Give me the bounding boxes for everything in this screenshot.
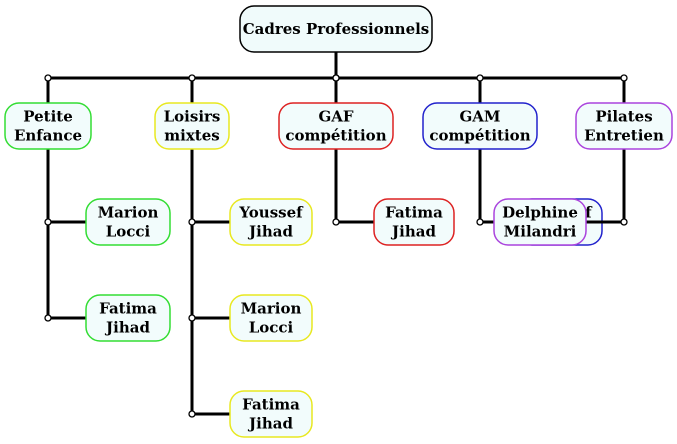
member-node-box	[493, 198, 587, 246]
junction-dot	[476, 218, 484, 226]
member-node-box	[229, 390, 313, 438]
category-node-label: Entretien	[584, 127, 664, 145]
category-node-label: GAM	[459, 108, 500, 126]
member-node-label: Locci	[249, 319, 294, 337]
category-node-label: Loisirs	[164, 108, 221, 126]
root-node-box	[239, 5, 433, 53]
member-node-label: Jihad	[247, 415, 293, 433]
member-node-label: Marion	[98, 204, 159, 222]
category-node-label: GAF	[318, 108, 353, 126]
member-node-label: Locci	[106, 223, 151, 241]
member-node-label: Fatima	[242, 396, 300, 414]
member-node-label: Jihad	[104, 319, 150, 337]
junction-dot	[476, 74, 484, 82]
category-node-label: mixtes	[164, 127, 219, 145]
member-node-label: Fatima	[99, 300, 157, 318]
junction-dot	[44, 314, 52, 322]
junction-dot	[620, 218, 628, 226]
category-node-label: compétition	[285, 127, 386, 145]
member-node-box	[229, 294, 313, 342]
category-node-box	[4, 102, 92, 150]
category-node-box	[575, 102, 673, 150]
member-node-label: Marion	[241, 300, 302, 318]
junction-dot	[188, 74, 196, 82]
root-node-label: Cadres Professionnels	[243, 20, 430, 38]
member-node-label: Jihad	[390, 223, 436, 241]
category-node-box	[422, 102, 538, 150]
category-node-box	[154, 102, 230, 150]
junction-dot	[332, 218, 340, 226]
junction-dot	[188, 314, 196, 322]
junction-dot	[44, 74, 52, 82]
category-node-box	[278, 102, 394, 150]
member-node-box	[85, 294, 171, 342]
member-node-label: Fatima	[385, 204, 443, 222]
member-node-label: Milandri	[504, 223, 577, 241]
member-node-box	[373, 198, 455, 246]
member-node-label: Youssef	[238, 204, 304, 222]
category-node-label: Enfance	[14, 127, 82, 145]
root-node: Cadres Professionnels	[239, 5, 433, 53]
category-node-label: Petite	[23, 108, 73, 126]
junction-dot	[188, 410, 196, 418]
junction-dot	[620, 74, 628, 82]
category-node-label: Pilates	[595, 108, 652, 126]
category-node-label: compétition	[429, 127, 530, 145]
member-node-label: Jihad	[247, 223, 293, 241]
member-node-box	[229, 198, 313, 246]
member-node-box	[85, 198, 171, 246]
member-node-label: Delphine	[502, 204, 578, 222]
junction-dot	[188, 218, 196, 226]
junction-dot	[44, 218, 52, 226]
junction-dot	[332, 74, 340, 82]
